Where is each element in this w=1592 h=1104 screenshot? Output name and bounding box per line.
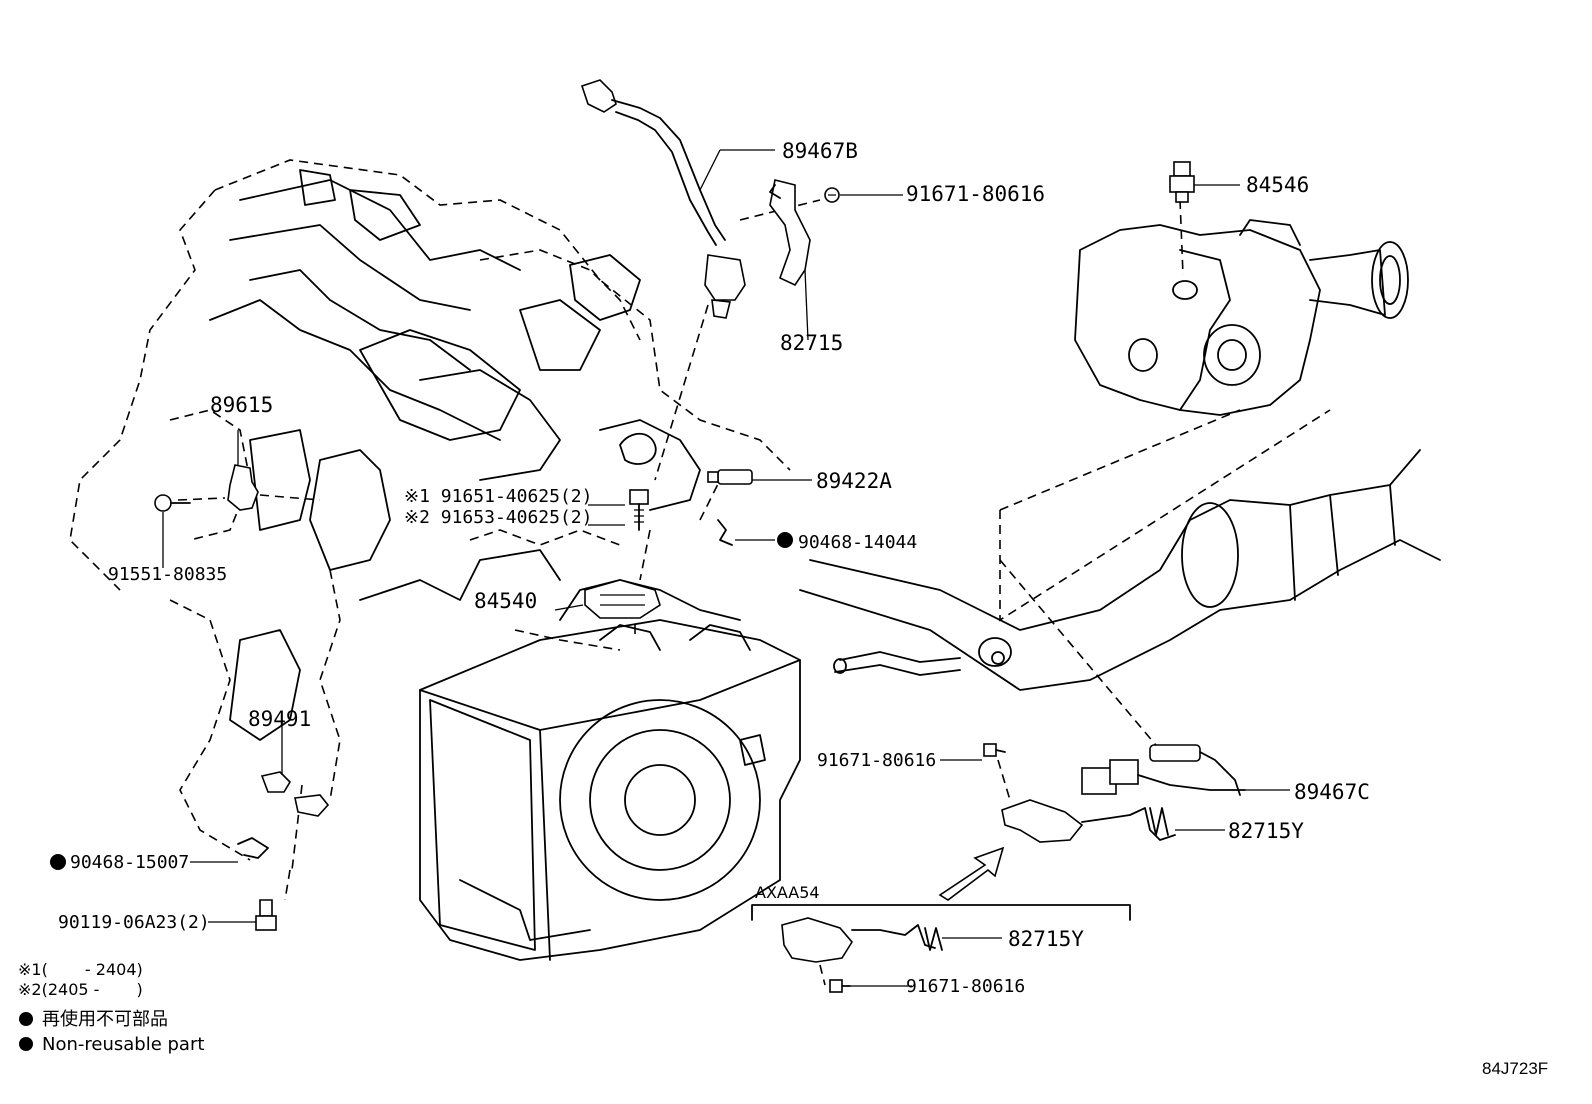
direction-arrow-icon xyxy=(938,846,1005,901)
rear-differential-illustration xyxy=(1074,219,1409,416)
illustration-code: 84J723F xyxy=(1482,1059,1548,1078)
switch-84546-icon xyxy=(1169,161,1195,203)
legend-dot-jp xyxy=(19,1012,33,1026)
switch-84540-icon xyxy=(584,579,661,619)
note-1: ※1( - 2404) xyxy=(18,960,143,979)
speed-sensor-89491-icon xyxy=(260,771,330,817)
engine-assembly-illustration xyxy=(69,159,791,861)
bracket-82715-icon xyxy=(769,179,811,287)
label-91653-40625[interactable]: ※2 91653-40625(2) xyxy=(404,507,592,528)
legend-dot-en xyxy=(19,1037,33,1051)
label-axaa54: AXAA54 xyxy=(755,883,820,902)
bolt-91551-icon xyxy=(154,494,191,512)
label-90468-15007[interactable]: 90468-15007 xyxy=(70,852,189,873)
label-82715[interactable]: 82715 xyxy=(780,331,843,355)
label-91651-40625[interactable]: ※1 91651-40625(2) xyxy=(404,486,592,507)
label-84540[interactable]: 84540 xyxy=(474,589,537,613)
exhaust-catalyst-illustration xyxy=(799,449,1441,691)
non-reusable-dot-90468-14044 xyxy=(777,532,793,548)
label-90468-14044[interactable]: 90468-14044 xyxy=(798,532,917,553)
label-89491[interactable]: 89491 xyxy=(248,707,311,731)
bracket-82715Y-b-icon xyxy=(781,917,943,963)
label-91671-80616-bot[interactable]: 91671-80616 xyxy=(906,976,1025,997)
label-82715Y-a[interactable]: 82715Y xyxy=(1228,819,1304,843)
non-reusable-dot-90468-15007 xyxy=(50,854,66,870)
nut-91671-mid-icon xyxy=(983,743,1006,757)
label-91551-80835[interactable]: 91551-80835 xyxy=(108,564,227,585)
label-90119-06A23[interactable]: 90119-06A23(2) xyxy=(58,912,210,933)
bolt-90119-icon xyxy=(255,899,277,931)
note-2: ※2(2405 - ) xyxy=(18,980,143,999)
label-91671-80616-top[interactable]: 91671-80616 xyxy=(906,182,1045,206)
axaa54-bracket-line xyxy=(751,904,1131,921)
bracket-82715Y-a-icon xyxy=(1001,799,1176,843)
label-89615[interactable]: 89615 xyxy=(210,393,273,417)
label-89422A[interactable]: 89422A xyxy=(816,469,892,493)
label-82715Y-b[interactable]: 82715Y xyxy=(1008,927,1084,951)
label-84546[interactable]: 84546 xyxy=(1246,173,1309,197)
sensor-89422A-icon xyxy=(707,469,753,485)
clip-90468-14044-icon xyxy=(717,519,733,546)
label-89467C[interactable]: 89467C xyxy=(1294,780,1370,804)
nut-91671-top-icon xyxy=(824,187,840,203)
legend-jp: 再使用不可部品 xyxy=(42,1009,168,1030)
legend-en: Non-reusable part xyxy=(42,1034,204,1055)
transaxle-illustration xyxy=(419,579,801,961)
reference-lines xyxy=(177,199,1331,986)
label-91671-80616-mid[interactable]: 91671-80616 xyxy=(817,750,936,771)
oxygen-sensor-89467C-icon xyxy=(1081,744,1246,796)
bolt-91651-icon xyxy=(629,489,649,531)
label-89467B[interactable]: 89467B xyxy=(782,139,858,163)
knock-sensor-89615-icon xyxy=(227,464,259,511)
clip-90468-15007-icon xyxy=(237,837,269,859)
leader-lines xyxy=(162,149,1290,987)
nut-91671-bot-icon xyxy=(829,979,851,993)
oxygen-sensor-89467B-icon xyxy=(580,79,746,319)
